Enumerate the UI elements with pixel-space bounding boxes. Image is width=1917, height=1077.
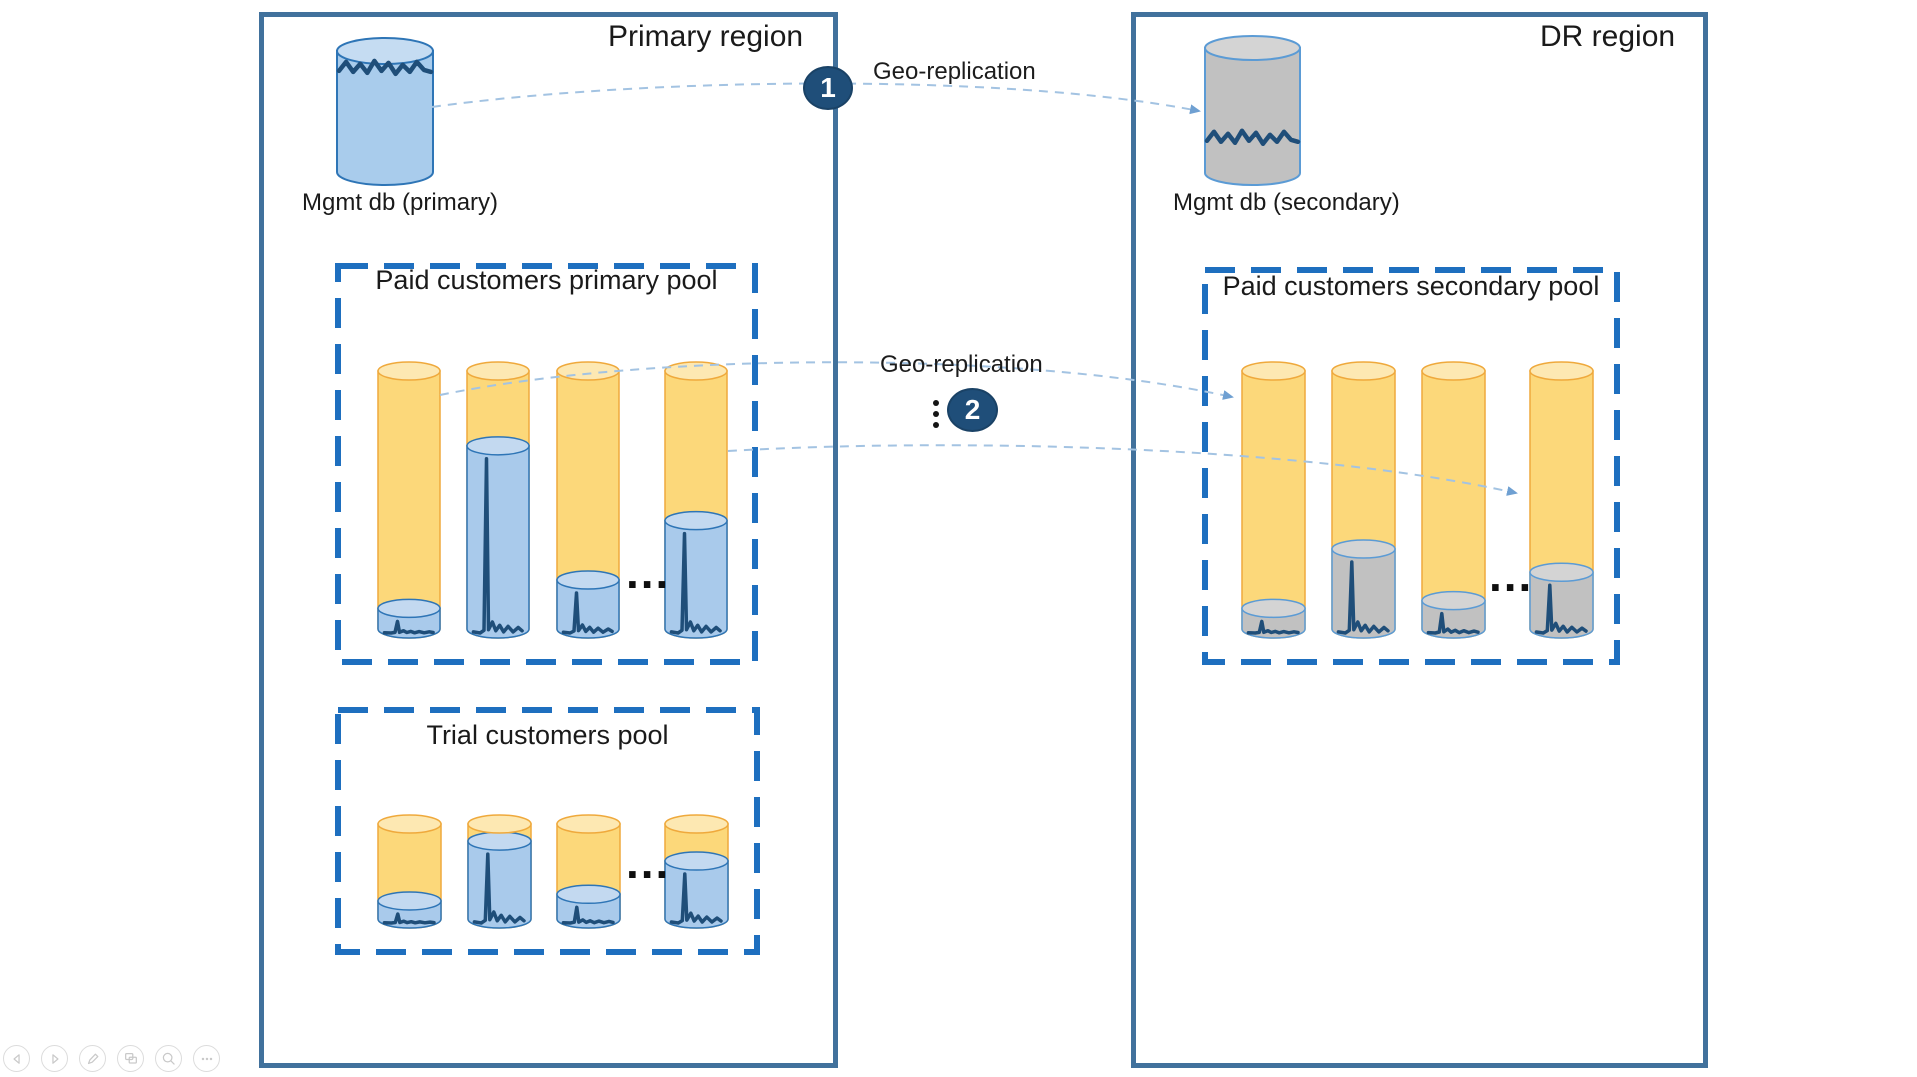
previous-slide-button[interactable] <box>3 1045 30 1072</box>
trial-db-cylinder-4 <box>664 814 729 929</box>
paid-primary-db-cylinder-4 <box>664 361 728 639</box>
more-databases-indicator-trial: ... <box>626 836 671 888</box>
step-badge-1: 1 <box>803 66 853 110</box>
zoom-button[interactable] <box>155 1045 182 1072</box>
mgmt-db-secondary-label: Mgmt db (secondary) <box>1173 189 1400 216</box>
more-options-button[interactable] <box>193 1045 220 1072</box>
paid-primary-pool-title: Paid customers primary pool <box>375 265 718 295</box>
paid-secondary-pool-border <box>1202 267 1620 665</box>
geo-replication-label-2: Geo-replication <box>880 351 1043 378</box>
mgmt-db-primary-label: Mgmt db (primary) <box>302 189 499 216</box>
paid-secondary-db-cylinder-3 <box>1421 361 1486 639</box>
geo-replication-label-1: Geo-replication <box>873 58 1036 85</box>
paid-secondary-db-cylinder-4 <box>1529 361 1594 639</box>
paid-secondary-pool-title: Paid customers secondary pool <box>1222 271 1600 301</box>
more-databases-indicator-paid-secondary: ... <box>1489 549 1534 601</box>
paid-secondary-db-cylinder-2 <box>1331 361 1396 639</box>
right-arrow-icon <box>51 1053 59 1064</box>
next-slide-button[interactable] <box>41 1045 68 1072</box>
primary-region-title: Primary region <box>608 20 804 53</box>
presentation-toolbar <box>3 1045 220 1072</box>
paid-primary-db-cylinder-3 <box>556 361 620 639</box>
more-databases-indicator-paid-primary: ... <box>626 546 671 598</box>
database-cylinders <box>336 35 1594 929</box>
trial-pool-border <box>335 707 760 955</box>
magnifier-icon <box>162 1052 175 1065</box>
mgmt-db-primary-cylinder <box>336 37 434 186</box>
all-slides-button[interactable] <box>117 1045 144 1072</box>
left-arrow-icon <box>12 1053 20 1064</box>
trial-db-cylinder-2 <box>467 814 532 929</box>
pen-icon <box>87 1053 98 1064</box>
step-badge-2: 2 <box>947 388 998 432</box>
geo-replication-arrow-2a <box>439 361 1234 400</box>
dr-region-title: DR region <box>1540 20 1676 53</box>
trial-db-cylinder-3 <box>556 814 621 929</box>
pen-annotate-button[interactable] <box>79 1045 106 1072</box>
dr-region-box <box>1131 12 1708 1068</box>
pool-borders <box>335 263 1620 955</box>
mgmt-db-secondary-cylinder <box>1204 35 1301 186</box>
trial-pool-title: Trial customers pool <box>426 720 669 750</box>
all-slides-icon <box>124 1052 137 1064</box>
paid-primary-db-cylinder-2 <box>466 361 530 639</box>
trial-db-cylinder-1 <box>377 814 442 929</box>
vertical-ellipsis <box>933 400 939 428</box>
primary-region-box <box>259 12 838 1068</box>
paid-primary-db-cylinder-1 <box>377 361 441 639</box>
geo-replication-arrow-2b <box>727 444 1518 496</box>
paid-secondary-db-cylinder-1 <box>1241 361 1306 639</box>
paid-primary-pool-border <box>335 263 758 665</box>
ellipsis-icon <box>201 1057 212 1060</box>
